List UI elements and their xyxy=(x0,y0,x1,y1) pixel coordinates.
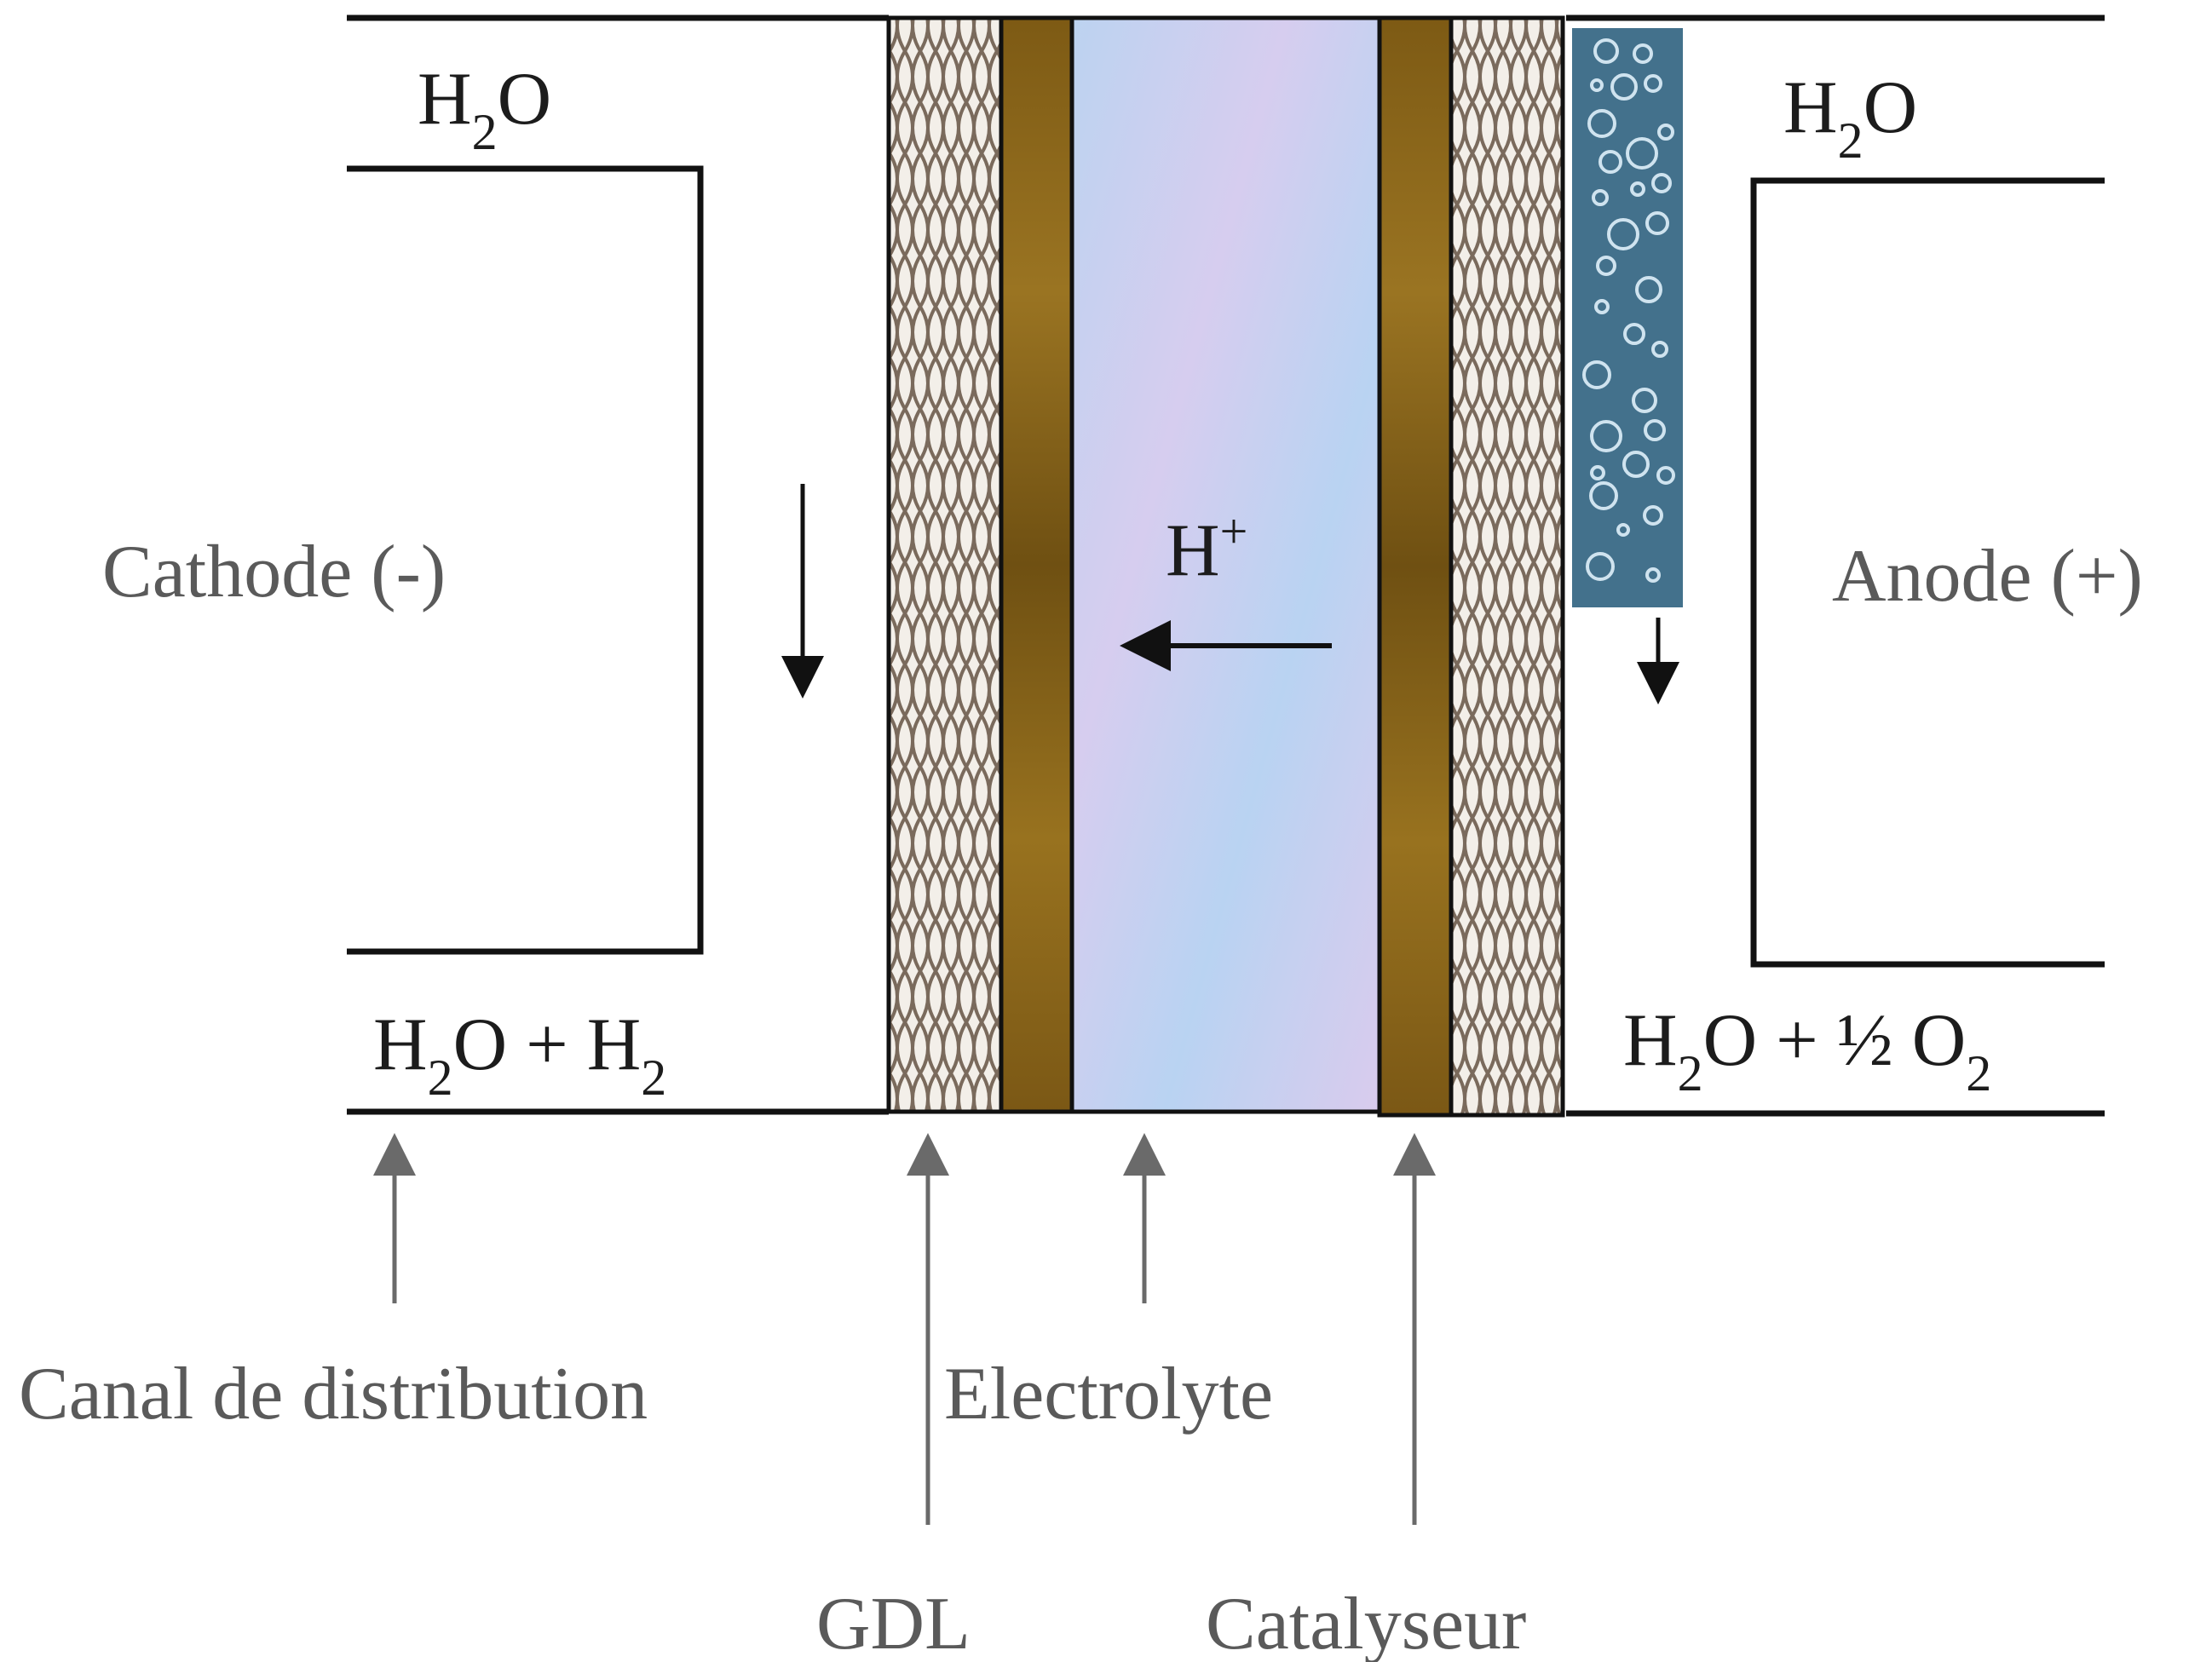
anode-electrode-label: Anode (+) xyxy=(1832,535,2143,618)
oxygen-bubbles xyxy=(1572,28,1683,607)
cathode-inlet-label: H2O xyxy=(418,58,551,160)
cathode-outlet-label: H2O + H2 xyxy=(373,1004,666,1106)
gdl-right xyxy=(1449,15,1565,1118)
cathode-channel-walls xyxy=(347,14,889,1115)
catalyst-left xyxy=(999,15,1074,1114)
gdl-left xyxy=(886,15,1004,1114)
electrolyte-membrane xyxy=(1069,15,1382,1114)
catalyst-right xyxy=(1377,15,1454,1118)
anode-channel-walls xyxy=(1566,14,2105,1117)
anode-outlet-label: H2O + ½ O2 xyxy=(1623,999,1991,1101)
gdl-callout-label: GDL xyxy=(816,1583,971,1662)
catalyst-callout-label: Catalyseur xyxy=(1206,1583,1526,1662)
anode-inlet-label: H2O xyxy=(1783,66,1917,169)
proton-label: H+ xyxy=(1166,503,1247,592)
cathode-electrode-label: Cathode (-) xyxy=(102,531,446,613)
channel-callout-label: Canal de distribution xyxy=(19,1353,648,1435)
electrolyte-callout-label: Electrolyte xyxy=(944,1353,1273,1435)
